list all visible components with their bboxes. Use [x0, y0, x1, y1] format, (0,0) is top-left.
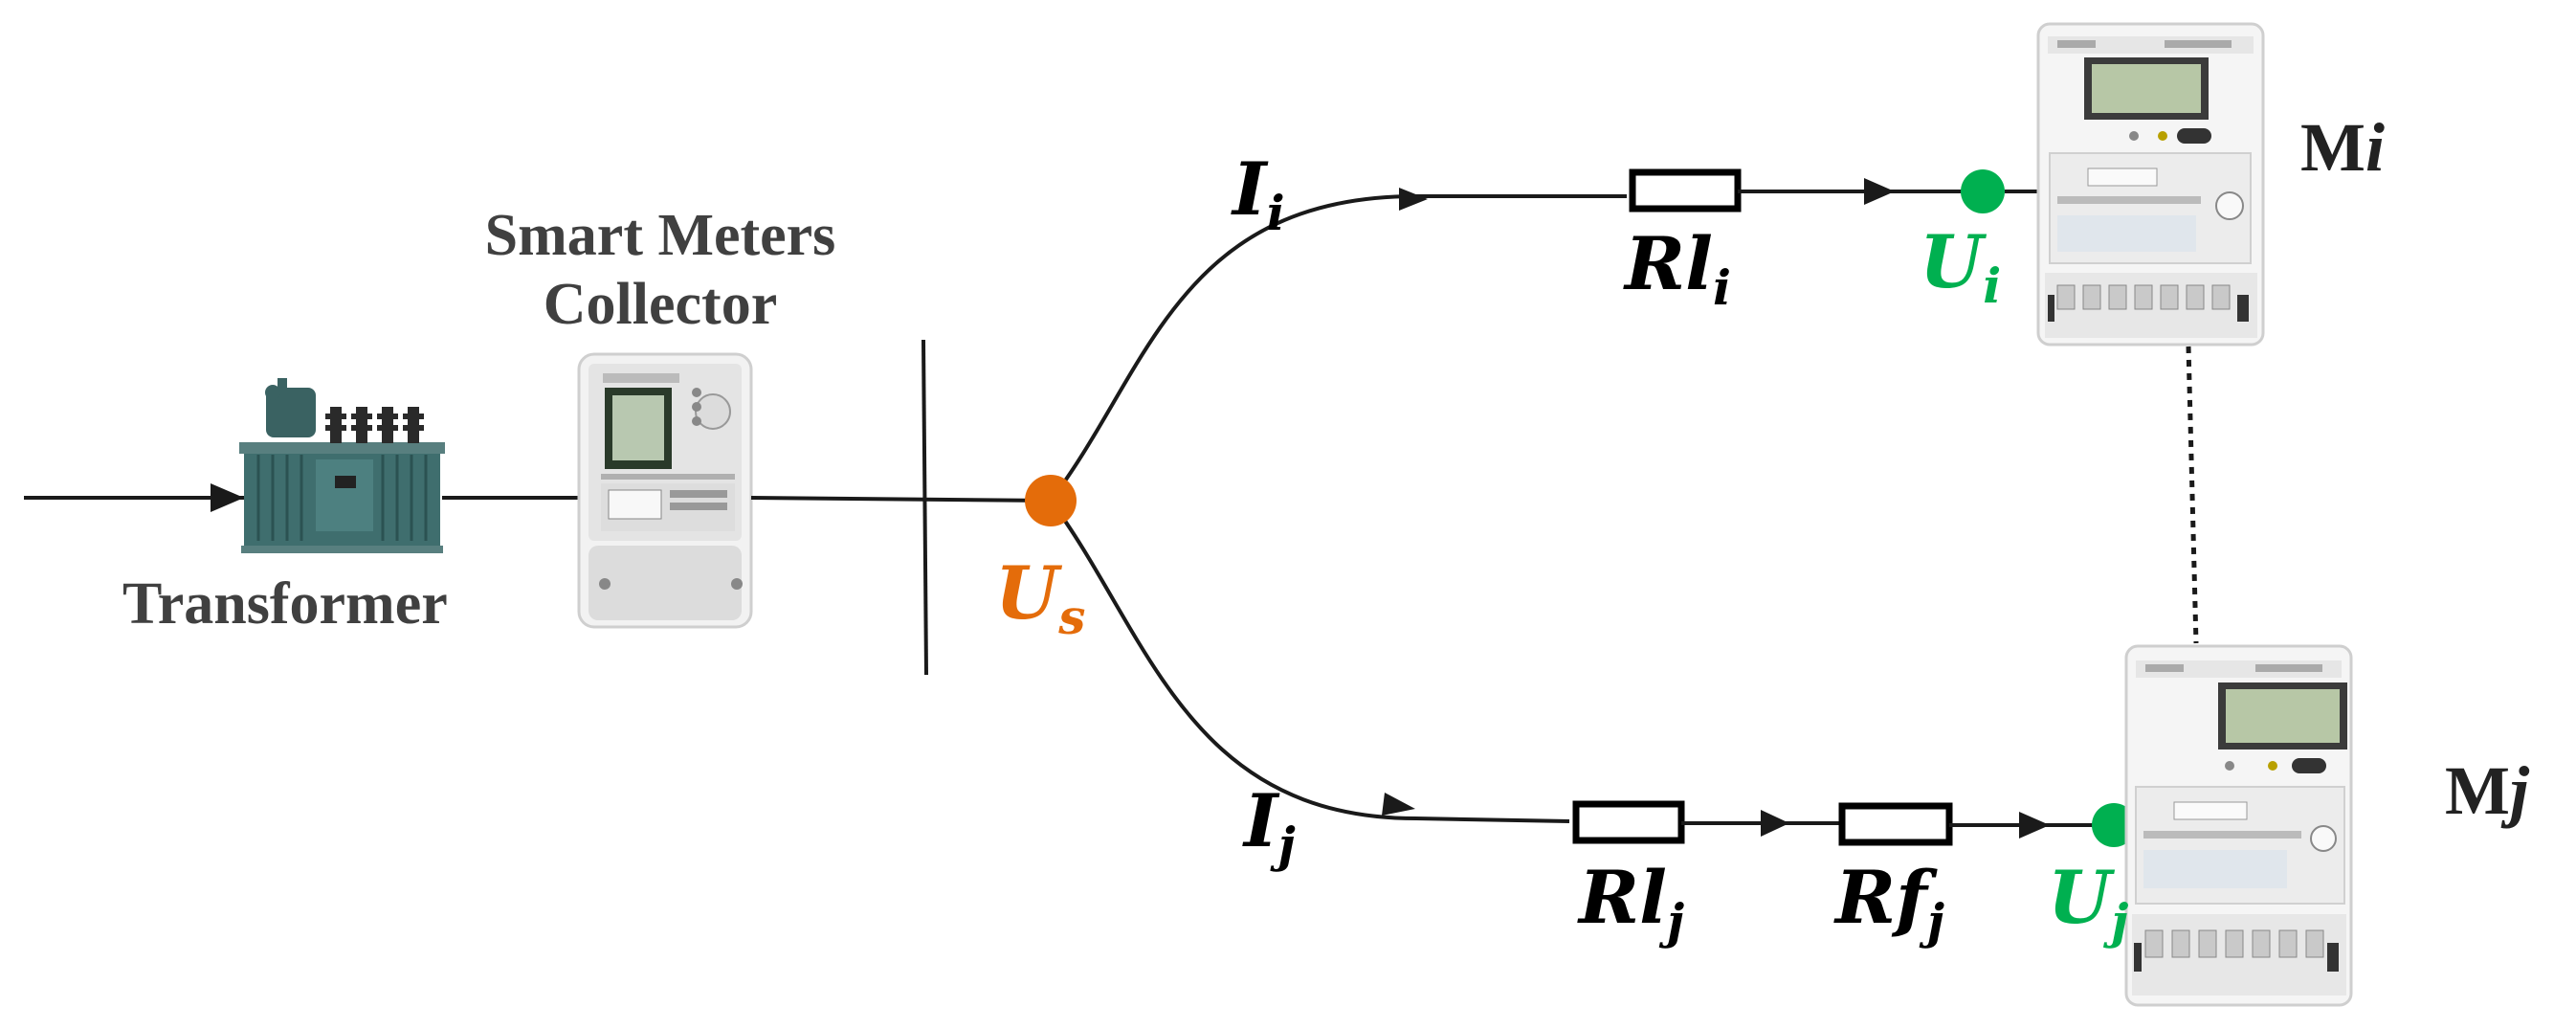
- source-voltage-label: Us: [995, 550, 1086, 645]
- rl-j-label: Rlj: [1579, 855, 1685, 950]
- meter-link-dotted: [2186, 346, 2199, 644]
- meter-node-i: [1961, 169, 2005, 213]
- input-line: [24, 483, 244, 512]
- busbar: [922, 339, 928, 676]
- meter-i-name: Mi: [2300, 109, 2385, 186]
- current-i-label: Ii: [1232, 146, 1285, 241]
- meter-voltage-j-label: Uj: [2048, 855, 2129, 950]
- smart-meter-icon: [2124, 644, 2353, 1007]
- input-arrow-icon: [211, 483, 244, 512]
- branch-i-wire: [1049, 194, 1627, 503]
- meter-j-name: Mj: [2445, 752, 2529, 829]
- smart-meter-icon: [2036, 22, 2265, 347]
- branch-i-arrow-icon: [1864, 178, 1895, 205]
- resistor-rf-j: [1838, 802, 1953, 846]
- current-j-label: Ij: [1244, 778, 1296, 873]
- branch-j-wire: [1049, 499, 1570, 823]
- collector-bus-wire: [750, 496, 1052, 503]
- branch-j-arrow-icon: [2019, 812, 2050, 839]
- rl-i-label: Rli: [1625, 221, 1732, 316]
- current-j-arrow-icon: [1382, 793, 1415, 816]
- collector-meter-icon: [577, 352, 753, 629]
- transformer-icon: [239, 378, 445, 553]
- meter-voltage-i-label: Ui: [1920, 219, 2002, 314]
- collector-title-line2: Collector: [543, 272, 778, 337]
- resistor-rl-i: [1629, 168, 1742, 213]
- rf-j-label: Rfj: [1835, 855, 1944, 950]
- resistor-rl-j: [1572, 800, 1685, 844]
- source-node: [1025, 475, 1077, 526]
- current-i-arrow-icon: [1399, 188, 1428, 211]
- branch-j-mid-arrow-icon: [1761, 810, 1789, 837]
- collector-title-line1: Smart Meters: [484, 203, 836, 268]
- transformer-label: Transformer: [122, 571, 448, 637]
- collector-title: Smart Meters Collector: [435, 206, 885, 334]
